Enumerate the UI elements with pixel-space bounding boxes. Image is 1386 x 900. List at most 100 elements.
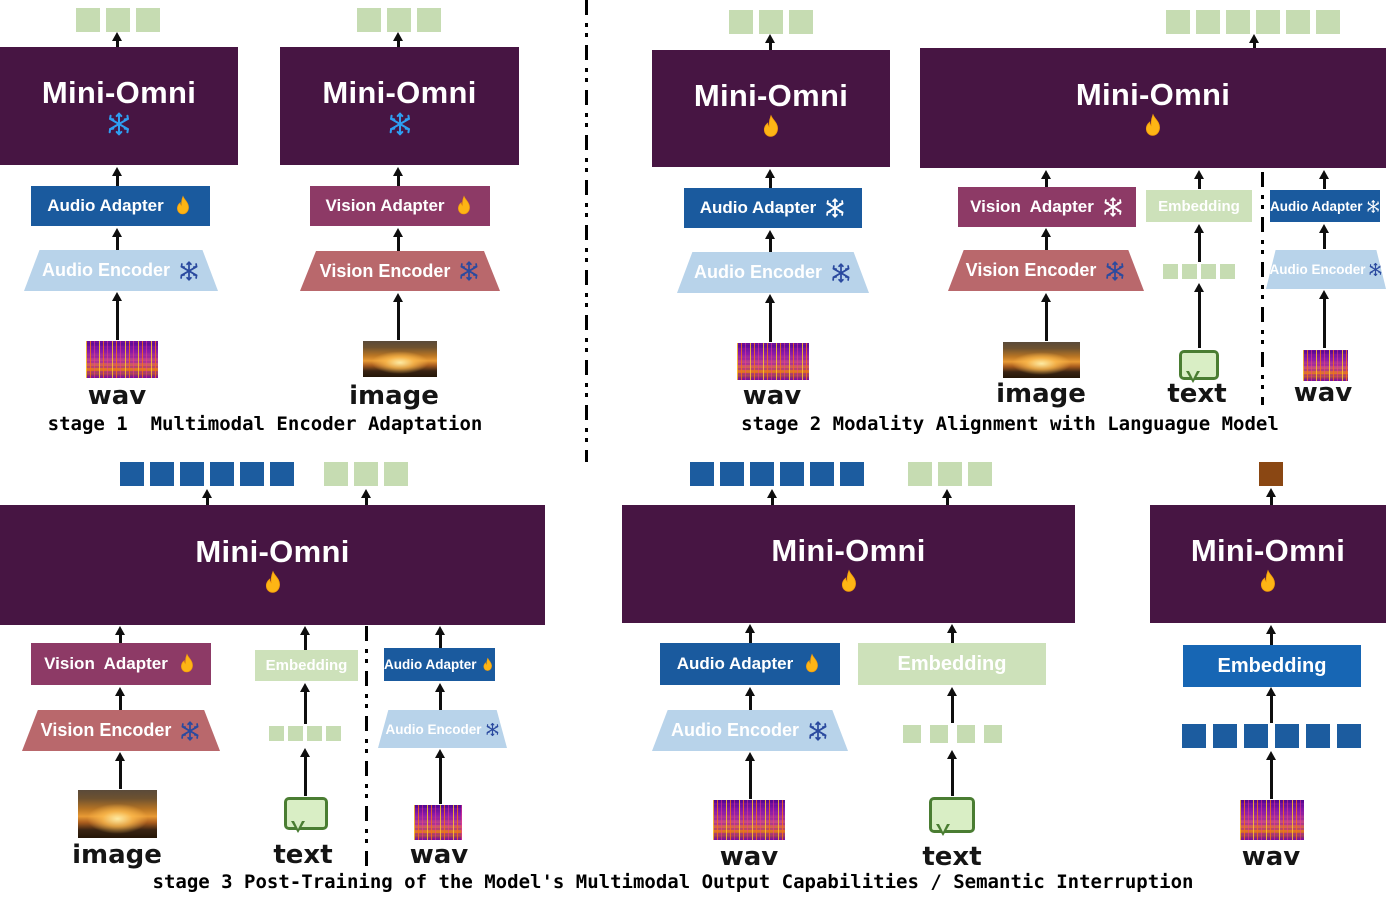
audio-encoder-label: Audio Encoder <box>670 720 799 740</box>
arrow-up <box>119 695 122 710</box>
token-square <box>307 726 322 741</box>
arrow-up <box>1198 232 1201 262</box>
semantic-divider-line <box>1261 172 1264 405</box>
arrow-up <box>771 497 774 505</box>
token-square <box>984 725 1002 743</box>
arrow-up <box>769 302 772 342</box>
arrow-up <box>1270 496 1273 505</box>
wav-spectrogram <box>737 343 809 380</box>
arrow-up <box>951 758 954 796</box>
snowflake-icon <box>826 198 844 218</box>
token-square <box>789 10 813 34</box>
token-square <box>690 462 714 486</box>
token-square <box>384 462 408 486</box>
token-square <box>288 726 303 741</box>
token-square <box>720 462 744 486</box>
arrow-up <box>946 497 949 505</box>
token-square <box>106 8 130 32</box>
token-square <box>354 462 378 486</box>
arrow-up <box>1045 178 1048 187</box>
arrow-up <box>439 757 442 804</box>
audio-encoder-box: Audio Encoder <box>652 710 848 751</box>
token-square <box>1196 10 1220 34</box>
input-label-text: text <box>273 840 333 870</box>
token-square <box>120 462 144 486</box>
token-square <box>150 462 174 486</box>
input-label-wav: wav <box>87 381 147 411</box>
wav-spectrogram <box>713 800 785 840</box>
token-square <box>759 10 783 34</box>
token-square <box>750 462 774 486</box>
token-square <box>76 8 100 32</box>
arrow-up <box>749 760 752 799</box>
snowflake-icon <box>1106 260 1124 281</box>
arrow-up <box>116 40 119 47</box>
audio-encoder-box: Audio Encoder <box>24 250 218 291</box>
token-square <box>136 8 160 32</box>
token-square <box>270 462 294 486</box>
token-row <box>690 462 864 486</box>
arrow-up <box>206 497 209 505</box>
token-square <box>1256 10 1280 34</box>
token-square <box>938 462 962 486</box>
arrow-up <box>365 497 368 505</box>
embedding-box: Embedding <box>255 650 358 681</box>
flame-icon <box>265 571 280 593</box>
arrow-up <box>749 695 752 710</box>
audio-adapter-label: Audio Adapter <box>699 198 817 217</box>
embedding-box: Embedding <box>1183 645 1361 687</box>
vision-encoder-label: Vision Encoder <box>40 720 172 740</box>
token-square <box>210 462 234 486</box>
flame-icon <box>457 196 470 215</box>
arrow-up <box>1323 232 1326 249</box>
audio-encoder-box: Audio Encoder <box>378 710 507 748</box>
arrow-up <box>1253 42 1256 48</box>
token-square <box>180 462 204 486</box>
audio-adapter-box: Audio Adapter <box>684 188 862 228</box>
model-title: Mini-Omni <box>322 75 477 110</box>
arrow-up <box>1323 178 1326 189</box>
audio-adapter-label: Audio Adapter <box>47 196 164 215</box>
wav-spectrogram <box>86 341 158 378</box>
audio-adapter-box: Audio Adapter <box>384 648 495 681</box>
vision-adapter-label: Vision Adapter <box>44 654 168 673</box>
audio-encoder-box: Audio Encoder <box>1266 250 1386 289</box>
arrow-up <box>119 634 122 643</box>
snowflake-icon <box>389 112 410 136</box>
input-label-wav: wav <box>719 842 779 872</box>
snowflake-icon <box>832 262 850 283</box>
token-row <box>357 8 441 32</box>
wav-spectrogram <box>414 805 462 840</box>
arrow-up <box>116 300 119 340</box>
flame-icon <box>1145 114 1160 136</box>
vision-encoder-label: Vision Encoder <box>319 260 451 281</box>
embedding-label: Embedding <box>1158 197 1240 215</box>
wav-spectrogram <box>1303 350 1348 381</box>
embedding-box: Embedding <box>858 643 1046 685</box>
token-square <box>1182 264 1197 279</box>
arrow-up <box>1045 301 1048 341</box>
stage-divider-line <box>585 0 588 462</box>
flame-icon <box>806 654 819 673</box>
input-label-image: image <box>349 381 439 411</box>
arrow-up <box>304 756 307 796</box>
flame-icon <box>176 196 189 215</box>
audio-adapter-box: Audio Adapter <box>660 643 840 685</box>
audio-adapter-box: Audio Adapter <box>31 186 210 226</box>
audio-adapter-box: Audio Adapter <box>1270 190 1380 222</box>
text-bubble-icon <box>284 797 328 833</box>
arrow-up <box>439 691 442 710</box>
snowflake-icon <box>108 112 129 136</box>
token-square <box>324 462 348 486</box>
arrow-up <box>1045 236 1048 250</box>
model-box-mini-omni: Mini-Omni <box>280 47 519 165</box>
stage2-caption: stage 2 Modality Alignment with Languagu… <box>741 413 1279 435</box>
arrow-up <box>119 760 122 789</box>
token-square <box>729 10 753 34</box>
arrow-up <box>951 695 954 723</box>
token-square <box>357 8 381 32</box>
model-title: Mini-Omni <box>1190 533 1346 568</box>
token-square <box>326 726 341 741</box>
embedding-label: Embedding <box>897 652 1007 675</box>
